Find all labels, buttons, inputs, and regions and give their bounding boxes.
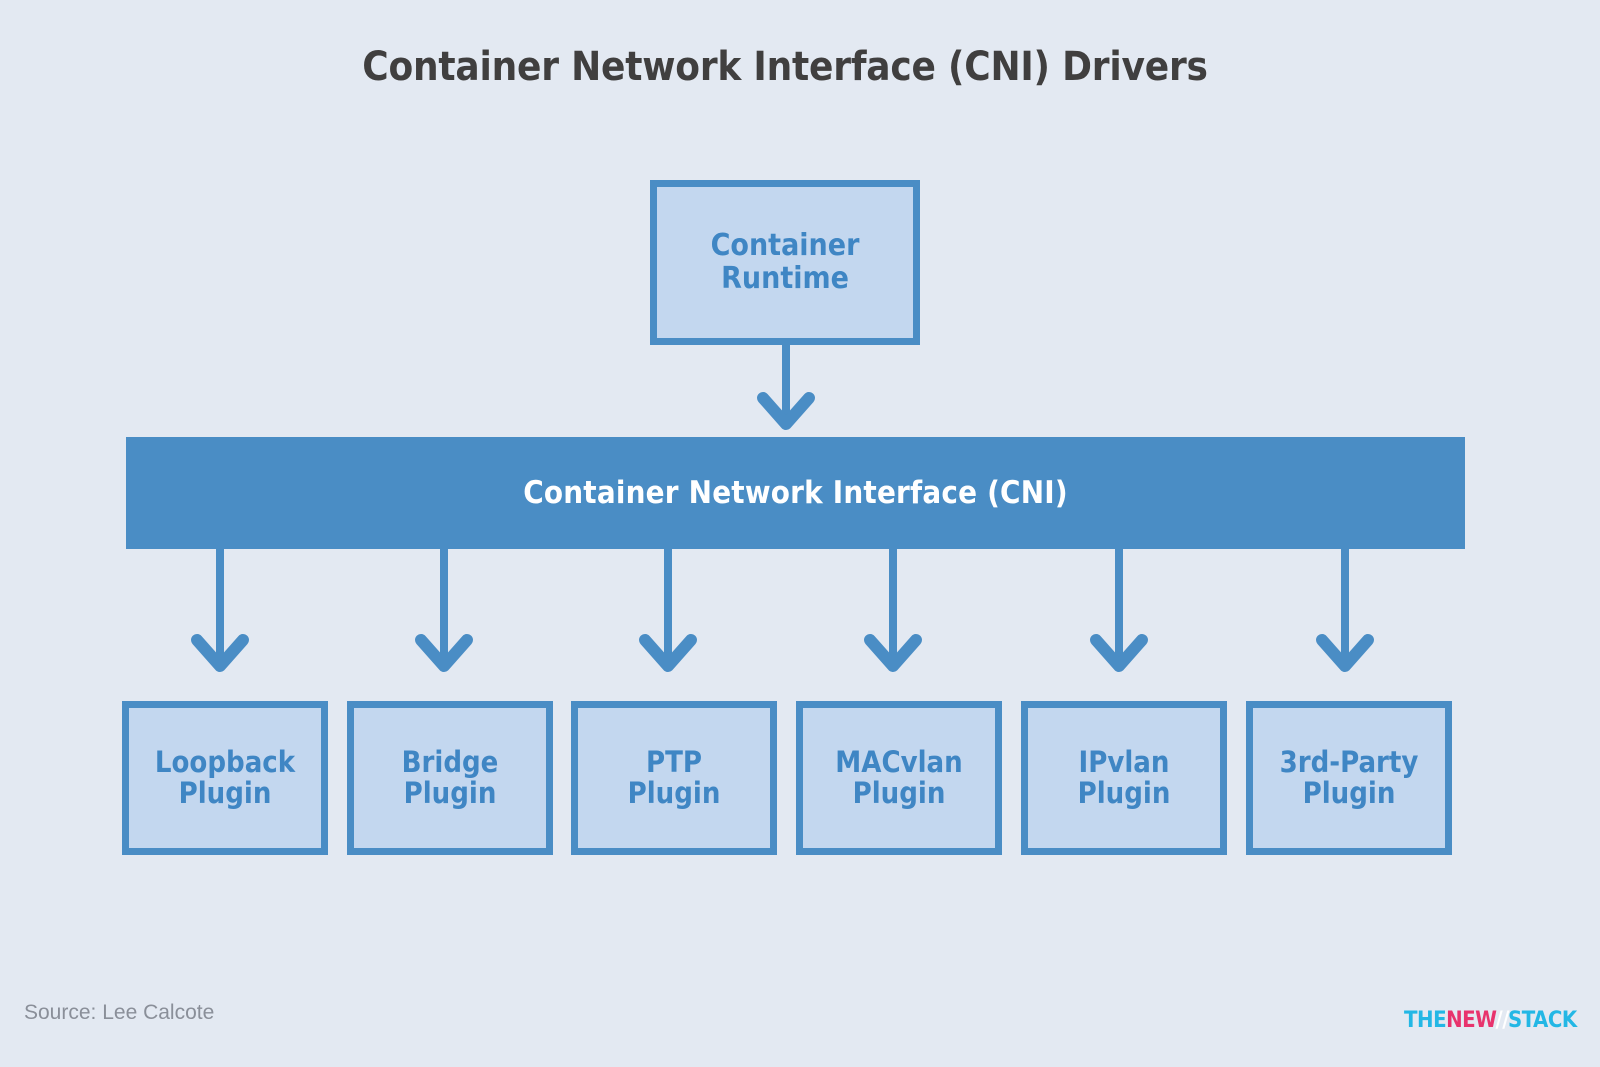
node-plugin-ipvlan: IPvlan Plugin — [1021, 701, 1227, 855]
plugin-0-line2: Plugin — [178, 776, 272, 810]
plugin-1-line1: Bridge — [401, 744, 499, 779]
plugin-2-line2: Plugin — [627, 776, 721, 810]
plugin-0-line1: Loopback — [154, 744, 296, 779]
arrow-runtime-to-cni-icon — [757, 344, 815, 430]
arrow-cni-to-loopback-icon — [191, 548, 249, 672]
arrow-cni-to-bridge-icon — [415, 548, 473, 672]
node-plugin-ptp: PTP Plugin — [571, 701, 777, 855]
source-attribution: Source: Lee Calcote — [24, 1001, 215, 1024]
logo-slash-icon: // — [1495, 1008, 1510, 1033]
node-plugin-3rd-party-label: 3rd-Party Plugin — [1279, 744, 1419, 810]
node-plugin-loopback: Loopback Plugin — [122, 701, 328, 855]
node-plugin-ipvlan-label: IPvlan Plugin — [1077, 744, 1171, 810]
plugin-3-line1: MACvlan — [835, 744, 963, 779]
arrow-cni-to-ptp-icon — [639, 548, 697, 672]
page-title: Container Network Interface (CNI) Driver… — [362, 44, 1208, 90]
runtime-label-line1: Container — [710, 228, 860, 264]
node-container-runtime-label: Container Runtime — [710, 228, 860, 296]
runtime-label-line2: Runtime — [721, 260, 849, 296]
plugin-1-line2: Plugin — [403, 776, 497, 810]
arrow-cni-to-macvlan-icon — [864, 548, 922, 672]
node-plugin-bridge-label: Bridge Plugin — [401, 744, 499, 810]
plugin-5-line1: 3rd-Party — [1279, 744, 1419, 779]
plugin-5-line2: Plugin — [1302, 776, 1396, 810]
node-cni-bar: Container Network Interface (CNI) — [126, 437, 1465, 549]
logo-word-the: THE — [1404, 1008, 1447, 1033]
plugin-3-line2: Plugin — [852, 776, 946, 810]
arrow-cni-to-ipvlan-icon — [1090, 548, 1148, 672]
node-plugin-3rd-party: 3rd-Party Plugin — [1246, 701, 1452, 855]
logo-word-stack: STACK — [1508, 1008, 1577, 1033]
plugin-2-line1: PTP — [645, 744, 703, 779]
node-container-runtime: Container Runtime — [650, 180, 920, 345]
plugin-4-line2: Plugin — [1077, 776, 1171, 810]
node-plugin-loopback-label: Loopback Plugin — [154, 744, 296, 810]
arrow-cni-to-3rd-party-icon — [1316, 548, 1374, 672]
node-plugin-macvlan: MACvlan Plugin — [796, 701, 1002, 855]
node-plugin-ptp-label: PTP Plugin — [627, 744, 721, 810]
plugin-4-line1: IPvlan — [1078, 744, 1170, 779]
node-plugin-bridge: Bridge Plugin — [347, 701, 553, 855]
logo-word-new: NEW — [1446, 1008, 1497, 1033]
node-plugin-macvlan-label: MACvlan Plugin — [835, 744, 963, 810]
the-new-stack-logo: THENEW//STACK — [1404, 1010, 1577, 1032]
node-cni-bar-label: Container Network Interface (CNI) — [523, 475, 1068, 511]
